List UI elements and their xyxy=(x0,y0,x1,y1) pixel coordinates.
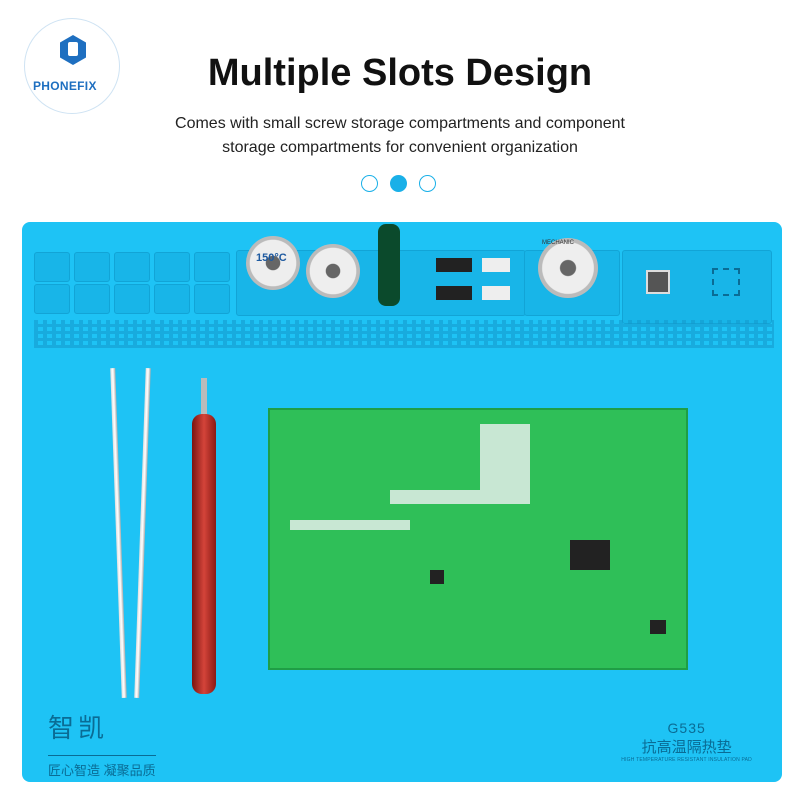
carousel-dot-1[interactable] xyxy=(361,175,378,192)
component xyxy=(482,258,510,272)
tweezers xyxy=(110,368,151,698)
screw-slot xyxy=(114,252,150,282)
component xyxy=(482,286,510,300)
chip-outline xyxy=(712,268,740,296)
phone-wrench-hex-icon xyxy=(60,35,86,65)
small-parts-grid xyxy=(34,320,774,348)
silicone-mat-image: 150°C MECHANIC 智凯 匠心智造 凝聚品质 G535 抗高温隔热垫 … xyxy=(22,222,782,782)
carousel-dot-3[interactable] xyxy=(419,175,436,192)
carousel-indicators xyxy=(361,175,436,192)
mat-model-label: G535 抗高温隔热垫 HIGH TEMPERATURE RESISTANT I… xyxy=(621,720,752,763)
product-name-cn: 抗高温隔热垫 xyxy=(641,739,732,756)
solder-label: 150°C xyxy=(256,252,287,264)
screw-slot xyxy=(154,252,190,282)
screw-slot xyxy=(194,284,230,314)
carousel-dot-2-active[interactable] xyxy=(390,175,407,192)
screwdriver xyxy=(192,378,216,698)
page-title: Multiple Slots Design xyxy=(207,52,593,94)
solder-wire-spool xyxy=(246,236,300,290)
subtitle-line: Comes with small screw storage compartme… xyxy=(175,115,625,132)
screw-slot xyxy=(194,252,230,282)
logo-wordmark: PHONEFIX xyxy=(33,79,97,93)
mat-brand: 智凯 匠心智造 凝聚品质 xyxy=(48,708,156,779)
circuit-board xyxy=(268,408,688,670)
flux-bottle xyxy=(378,224,400,306)
subtitle: Comes with small screw storage compartme… xyxy=(0,112,800,160)
ic-chip xyxy=(436,258,472,272)
ic-chip xyxy=(436,286,472,300)
screw-slot xyxy=(34,284,70,314)
model-number: G535 xyxy=(667,720,706,736)
brand-slogan: 匠心智造 凝聚品质 xyxy=(48,755,156,779)
wick-spool xyxy=(306,244,360,298)
solder-spool xyxy=(538,238,598,298)
screw-slot xyxy=(114,284,150,314)
screw-slot xyxy=(154,284,190,314)
chip-tray xyxy=(622,250,772,324)
brand-name: 智凯 xyxy=(48,713,109,743)
subtitle-line: storage compartments for convenient orga… xyxy=(222,139,578,156)
screw-slot xyxy=(74,252,110,282)
product-name-en: HIGH TEMPERATURE RESISTANT INSULATION PA… xyxy=(621,757,752,763)
bga-chip xyxy=(646,270,670,294)
mechanic-label: MECHANIC xyxy=(542,240,575,246)
screw-slot xyxy=(74,284,110,314)
phonefix-logo: PHONEFIX xyxy=(24,18,120,114)
screw-slot xyxy=(34,252,70,282)
